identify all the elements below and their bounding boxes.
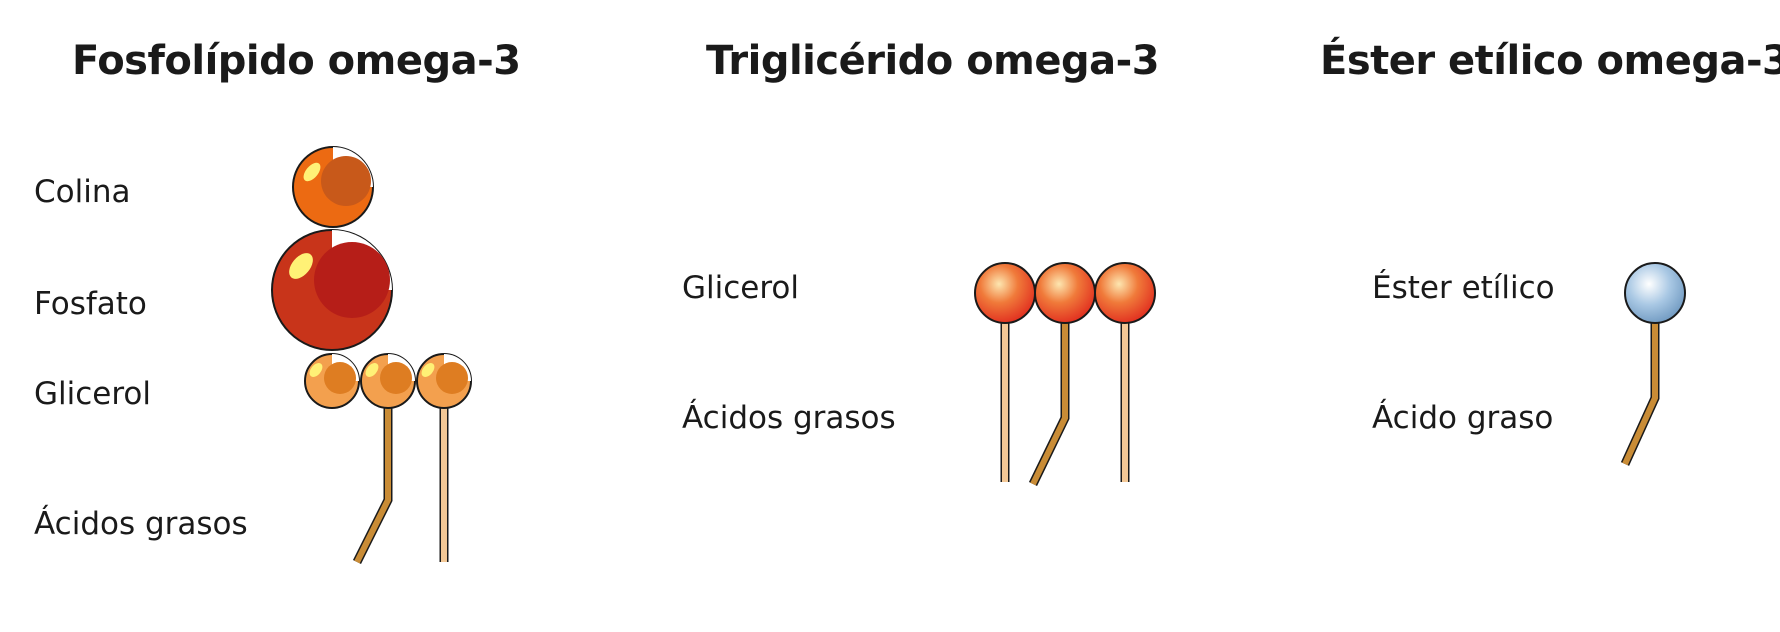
triglyceride-fatty-acid-omega3-fill xyxy=(1030,318,1068,486)
ethyl-ester-fatty-acid-omega3 xyxy=(1620,318,1660,466)
phosphate-label: Fosfato xyxy=(34,286,147,322)
phospholipid-molecule xyxy=(271,146,472,565)
phospholipid-glycerol-ball-1 xyxy=(304,353,360,409)
triglyceride-glycerol-ball-1 xyxy=(974,262,1036,324)
ethyl-ester-fatty-acid-label: Ácido graso xyxy=(1372,400,1554,436)
ethyl-ester-fatty-acid-omega3-fill xyxy=(1622,318,1658,466)
triglyceride-glycerol-label: Glicerol xyxy=(682,270,800,306)
triglyceride-glycerol-ball-3 xyxy=(1094,262,1156,324)
phospholipid-fatty-acid-omega3-fill xyxy=(354,404,391,564)
ethyl-ester-panel: Éster etílico omega-3 Éster etílico Ácid… xyxy=(1200,0,1780,632)
phospholipid-fatty-acids-label: Ácidos grasos xyxy=(34,506,248,542)
phospholipid-fatty-acid-omega3 xyxy=(352,404,393,565)
ethyl-ester-ball xyxy=(1624,262,1686,324)
triglyceride-molecule xyxy=(974,262,1156,486)
triglyceride-panel: Triglicérido omega-3 Glicerol Ácidos gra… xyxy=(600,0,1200,632)
phospholipid-panel: Fosfolípido omega-3 Colina Fosfato Glice… xyxy=(0,0,600,632)
phospholipid-glycerol-ball-2 xyxy=(360,353,416,409)
phospholipid-glycerol-ball-3 xyxy=(416,353,472,409)
triglyceride-fatty-acids-label: Ácidos grasos xyxy=(682,400,896,436)
triglyceride-fatty-acid-omega3 xyxy=(1028,318,1070,486)
ethyl-ester-molecule xyxy=(1620,262,1686,466)
phospholipid-title: Fosfolípido omega-3 xyxy=(72,38,521,84)
triglyceride-glycerol-ball-2 xyxy=(1034,262,1096,324)
choline-ball xyxy=(292,146,374,228)
choline-label: Colina xyxy=(34,174,131,210)
triglyceride-title: Triglicérido omega-3 xyxy=(706,38,1160,84)
ethyl-ester-title: Éster etílico omega-3 xyxy=(1320,38,1780,84)
phospholipid-glycerol-label: Glicerol xyxy=(34,376,152,412)
ethyl-ester-label: Éster etílico xyxy=(1372,270,1555,306)
phosphate-ball xyxy=(271,229,393,351)
